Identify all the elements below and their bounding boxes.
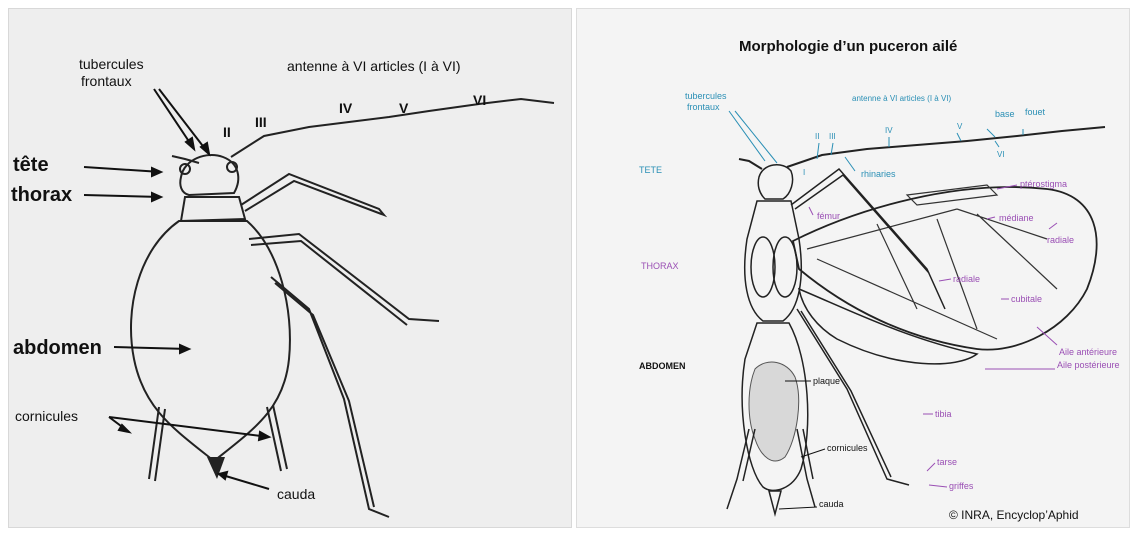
label-seg-VI: VI [997, 150, 1005, 159]
label-seg-I: I [803, 168, 805, 177]
label-radiale-mid: radiale [953, 274, 980, 284]
label-seg-IV: IV [339, 100, 353, 116]
label-antenne: antenne à VI articles (I à VI) [852, 94, 951, 103]
label-radiale-top: radiale [1047, 235, 1074, 245]
label-griffes: griffes [949, 481, 974, 491]
label-seg-IV: IV [885, 126, 893, 135]
leg-left [727, 429, 755, 509]
abdominal-plaque [749, 362, 799, 461]
cornicule-left [149, 407, 165, 481]
label-seg-III: III [829, 132, 836, 141]
winged-aphid-panel: Morphologie d’un puceron ailé [576, 8, 1130, 528]
left-arrows [84, 89, 269, 489]
label-mediane: médiane [999, 213, 1034, 223]
label-seg-II: II [223, 124, 231, 140]
wing-veins [807, 209, 1057, 339]
label-antenne: antenne à VI articles (I à VI) [287, 58, 461, 74]
label-seg-III: III [255, 114, 267, 130]
label-abdomen: ABDOMEN [639, 361, 686, 371]
label-femur: fémur [817, 211, 840, 221]
figure-title: Morphologie d’un puceron ailé [739, 38, 957, 55]
label-aile-anterieure: Aile antérieure [1059, 347, 1117, 357]
label-rhinaries: rhinaries [861, 169, 896, 179]
label-cubitale: cubitale [1011, 294, 1042, 304]
thorax-lobe-left [751, 237, 775, 297]
label-aile-posterieure: Aile postérieure [1057, 360, 1120, 370]
antenna-left [739, 159, 762, 169]
leg-front [241, 174, 384, 215]
label-tubercules-line1: tubercules [79, 56, 144, 72]
label-seg-II: II [815, 132, 819, 141]
leg-front [791, 169, 945, 309]
blue-pointers [729, 111, 1023, 171]
head-outline [758, 165, 792, 199]
label-cauda: cauda [819, 499, 844, 509]
label-seg-V: V [957, 122, 963, 131]
label-tubercules-line2: frontaux [687, 102, 720, 112]
label-thorax: thorax [11, 184, 72, 206]
label-cauda: cauda [277, 486, 315, 502]
label-fouet: fouet [1025, 107, 1046, 117]
label-seg-VI: VI [473, 92, 486, 108]
label-tibia: tibia [935, 409, 952, 419]
copyright: © INRA, Encyclop’Aphid [949, 508, 1079, 522]
leg-middle [249, 234, 439, 325]
eye-left [180, 164, 190, 174]
label-tarse: tarse [937, 457, 957, 467]
cauda-shape [769, 491, 781, 514]
label-tubercules-line1: tubercules [685, 91, 727, 101]
wingless-aphid-panel: tubercules frontaux antenne à VI article… [8, 8, 572, 528]
winged-aphid-drawing: Morphologie d’un puceron ailé [577, 9, 1129, 527]
label-pterostigma: ptérostigma [1020, 179, 1067, 189]
label-tete: TETE [639, 165, 662, 175]
hind-wing [799, 289, 977, 364]
label-seg-V: V [399, 100, 409, 116]
wingless-aphid-drawing: tubercules frontaux antenne à VI article… [9, 9, 571, 527]
label-cornicules: cornicules [827, 443, 868, 453]
label-plaque: plaque [813, 376, 840, 386]
label-base: base [995, 109, 1015, 119]
abdomen-outline [131, 221, 290, 461]
thorax-outline [181, 197, 245, 221]
leg-right [797, 429, 815, 507]
label-thorax: THORAX [641, 261, 679, 271]
antenna [231, 99, 554, 157]
label-cornicules: cornicules [15, 408, 78, 424]
label-abdomen: abdomen [13, 337, 102, 359]
label-tete: tête [13, 154, 49, 176]
leg-hind [797, 309, 909, 485]
cornicule-right [267, 405, 287, 471]
label-tubercules-line2: frontaux [81, 73, 132, 89]
